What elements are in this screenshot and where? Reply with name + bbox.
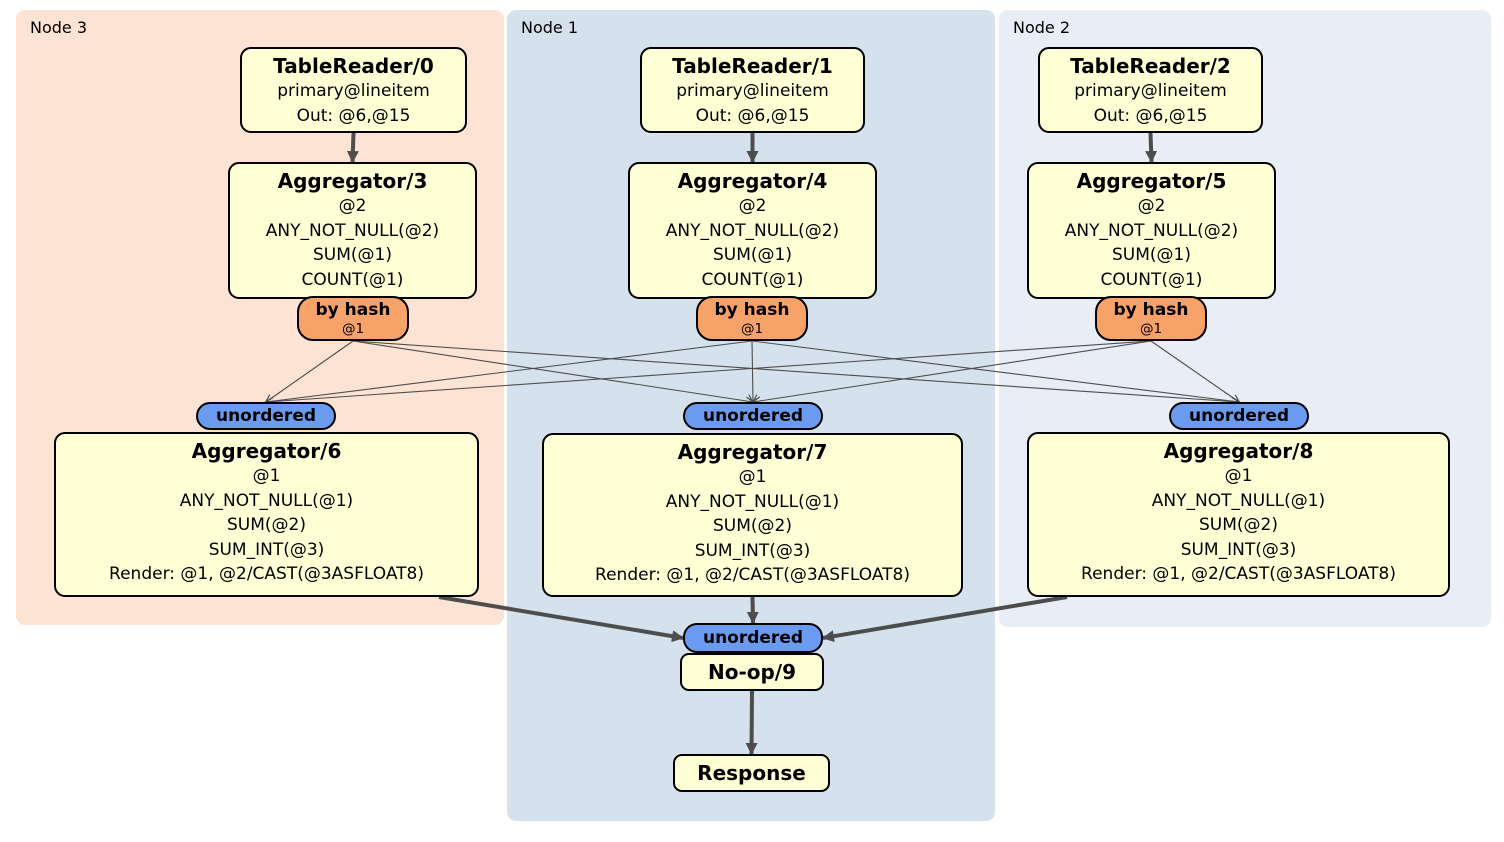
- node-detail: @2: [1137, 196, 1166, 216]
- node-detail: SUM(@1): [713, 245, 792, 265]
- router-key: @1: [1139, 321, 1163, 337]
- node-detail: @1: [252, 466, 281, 486]
- node-noop-9: No-op/9: [680, 653, 824, 691]
- node-title: Aggregator/4: [677, 169, 828, 193]
- node-title: Aggregator/6: [191, 439, 342, 463]
- node-detail: primary@lineitem: [1074, 81, 1227, 101]
- node-aggregator-8: Aggregator/8 @1 ANY_NOT_NULL(@1) SUM(@2)…: [1027, 432, 1450, 597]
- router-by-hash-3: by hash @1: [297, 296, 409, 341]
- node-aggregator-3: Aggregator/3 @2 ANY_NOT_NULL(@2) SUM(@1)…: [228, 162, 477, 299]
- node-aggregator-7: Aggregator/7 @1 ANY_NOT_NULL(@1) SUM(@2)…: [542, 433, 963, 597]
- node-title: Aggregator/7: [677, 440, 828, 464]
- node-detail: Out: @6,@15: [1093, 105, 1208, 126]
- router-label: by hash: [1113, 300, 1189, 320]
- node-title: Aggregator/5: [1076, 169, 1227, 193]
- stream-label: unordered: [702, 406, 804, 426]
- node-detail: ANY_NOT_NULL(@2): [665, 220, 840, 241]
- node-detail: COUNT(@1): [1100, 269, 1203, 290]
- node-response: Response: [673, 754, 830, 792]
- node-title: No-op/9: [707, 660, 797, 684]
- region-node-2-label: Node 2: [1013, 18, 1071, 37]
- node-detail: SUM(@1): [313, 245, 392, 265]
- node-detail: ANY_NOT_NULL(@1): [665, 491, 840, 512]
- node-detail: primary@lineitem: [277, 81, 430, 101]
- node-title: TableReader/1: [672, 54, 833, 78]
- node-detail: Out: @6,@15: [695, 105, 810, 126]
- node-detail: SUM(@2): [713, 516, 792, 536]
- node-detail: Render: @1, @2/CAST(@3ASFLOAT8): [109, 564, 424, 584]
- node-detail: ANY_NOT_NULL(@2): [1064, 220, 1239, 241]
- stream-label: unordered: [215, 406, 317, 426]
- node-detail: primary@lineitem: [676, 81, 829, 101]
- node-aggregator-5: Aggregator/5 @2 ANY_NOT_NULL(@2) SUM(@1)…: [1027, 162, 1276, 299]
- node-aggregator-4: Aggregator/4 @2 ANY_NOT_NULL(@2) SUM(@1)…: [628, 162, 877, 299]
- node-detail: COUNT(@1): [301, 269, 404, 290]
- node-detail: @1: [1224, 466, 1253, 486]
- node-detail: Render: @1, @2/CAST(@3ASFLOAT8): [595, 565, 910, 585]
- stream-unordered-8: unordered: [1169, 402, 1309, 430]
- router-label: by hash: [714, 300, 790, 320]
- node-tablereader-0: TableReader/0 primary@lineitem Out: @6,@…: [240, 47, 467, 133]
- node-detail: @2: [738, 196, 767, 216]
- stream-unordered-7: unordered: [683, 402, 823, 430]
- node-detail: SUM(@1): [1112, 245, 1191, 265]
- stream-label: unordered: [1188, 406, 1290, 426]
- router-key: @1: [740, 321, 764, 337]
- node-detail: ANY_NOT_NULL(@1): [1151, 490, 1326, 511]
- node-detail: @2: [338, 196, 367, 216]
- node-detail: SUM(@2): [1199, 515, 1278, 535]
- router-by-hash-4: by hash @1: [696, 296, 808, 341]
- node-detail: Out: @6,@15: [296, 105, 411, 126]
- node-title: Aggregator/3: [277, 169, 428, 193]
- node-title: TableReader/0: [273, 54, 434, 78]
- region-node-1-label: Node 1: [521, 18, 579, 37]
- node-detail: @1: [738, 467, 767, 487]
- node-detail: COUNT(@1): [701, 269, 804, 290]
- node-detail: SUM_INT(@3): [1180, 539, 1297, 560]
- node-detail: SUM(@2): [227, 515, 306, 535]
- stream-unordered-6: unordered: [196, 402, 336, 430]
- node-title: Aggregator/8: [1163, 439, 1314, 463]
- router-key: @1: [341, 321, 365, 337]
- stream-label: unordered: [702, 628, 804, 648]
- node-tablereader-1: TableReader/1 primary@lineitem Out: @6,@…: [640, 47, 865, 133]
- node-tablereader-2: TableReader/2 primary@lineitem Out: @6,@…: [1038, 47, 1263, 133]
- node-detail: SUM_INT(@3): [694, 540, 811, 561]
- router-label: by hash: [315, 300, 391, 320]
- node-detail: ANY_NOT_NULL(@2): [265, 220, 440, 241]
- node-aggregator-6: Aggregator/6 @1 ANY_NOT_NULL(@1) SUM(@2)…: [54, 432, 479, 597]
- node-detail: SUM_INT(@3): [208, 539, 325, 560]
- node-title: Response: [697, 761, 806, 785]
- node-detail: ANY_NOT_NULL(@1): [179, 490, 354, 511]
- node-detail: Render: @1, @2/CAST(@3ASFLOAT8): [1081, 564, 1396, 584]
- region-node-3-label: Node 3: [30, 18, 88, 37]
- router-by-hash-5: by hash @1: [1095, 296, 1207, 341]
- node-title: TableReader/2: [1070, 54, 1231, 78]
- stream-unordered-final: unordered: [683, 623, 823, 653]
